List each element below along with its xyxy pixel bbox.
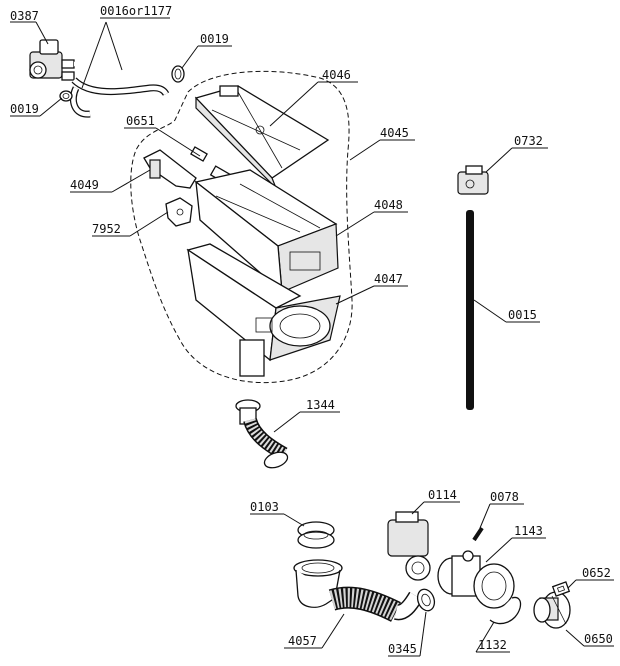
label-0019-top: 0019 (200, 32, 229, 46)
leader-0732-tip (485, 147, 513, 173)
label-0650: 0650 (584, 632, 613, 646)
hose-clamp-pump-part[interactable] (415, 587, 438, 613)
label-0103: 0103 (250, 500, 279, 514)
pressure-tube-part[interactable] (466, 210, 474, 410)
leader-0016-b (105, 21, 123, 71)
pump-filter-part[interactable] (533, 591, 571, 629)
label-4045: 4045 (380, 126, 409, 140)
label-0114: 0114 (428, 488, 457, 502)
leader-0015-tip (473, 299, 507, 323)
drain-pump-motor-part[interactable] (387, 511, 431, 581)
leader-0016-a (81, 21, 107, 89)
leader-0345-tip (419, 611, 427, 657)
dispenser-tray-part[interactable] (194, 169, 339, 294)
leader-0650-tip (565, 629, 585, 647)
pump-gasket-part[interactable] (489, 596, 522, 625)
label-0019-left: 0019 (10, 102, 39, 116)
label-7952: 7952 (92, 222, 121, 236)
screw-part[interactable] (472, 526, 484, 542)
label-0345: 0345 (388, 642, 417, 656)
pressure-switch-part[interactable] (457, 165, 489, 195)
inlet-hoses-part[interactable] (69, 57, 178, 118)
leader-0019-top-tip (181, 45, 199, 69)
pump-body-part[interactable] (437, 550, 515, 609)
hose-clamp-left-part[interactable] (59, 90, 73, 102)
dispenser-housing-part[interactable] (186, 243, 341, 377)
hose-clamp-top-part[interactable] (171, 65, 185, 83)
label-0387: 0387 (10, 9, 39, 23)
leader-1132-tip (475, 621, 495, 653)
leader-4046-tip (269, 81, 319, 127)
dispenser-hose-part[interactable] (235, 399, 290, 471)
sump-hose-part[interactable] (293, 559, 423, 622)
label-0016or1177: 0016or1177 (100, 4, 172, 18)
label-1344: 1344 (306, 398, 335, 412)
leader-4045-tip (349, 139, 381, 161)
leader-0103-tip (283, 513, 305, 527)
leader-4049-tip (111, 169, 151, 193)
label-4049: 4049 (70, 178, 99, 192)
leader-0387-tip (35, 21, 49, 45)
leader-0652-tip (567, 579, 577, 589)
leader-4057-tip (321, 613, 345, 649)
label-0652: 0652 (582, 566, 611, 580)
drawer-handle-part[interactable] (143, 149, 197, 189)
label-1143: 1143 (514, 524, 543, 538)
sump-clamp-part[interactable] (297, 521, 335, 549)
filter-seal-part[interactable] (551, 581, 571, 597)
leader-7952-tip (129, 211, 169, 237)
leader-0019-left-tip (39, 97, 63, 117)
label-4057: 4057 (288, 634, 317, 648)
bracket-part[interactable] (165, 197, 193, 227)
leader-0114-tip (411, 501, 425, 515)
drawer-lid-part[interactable] (194, 85, 330, 189)
label-1132: 1132 (478, 638, 507, 652)
assembly-outline-4045 (130, 70, 353, 383)
label-4047: 4047 (374, 272, 403, 286)
label-0078: 0078 (490, 490, 519, 504)
leader-0651-tip (155, 127, 201, 157)
inlet-valve-part[interactable] (29, 39, 75, 81)
leader-4047-tip (335, 285, 375, 305)
label-0732: 0732 (514, 134, 543, 148)
leader-1344-tip (273, 411, 301, 433)
leader-4048-tip (335, 211, 375, 237)
label-4046: 4046 (322, 68, 351, 82)
leader-0078-tip (479, 503, 491, 529)
label-4048: 4048 (374, 198, 403, 212)
leader-1143-tip (485, 537, 513, 563)
label-0015: 0015 (508, 308, 537, 322)
label-0651: 0651 (126, 114, 155, 128)
